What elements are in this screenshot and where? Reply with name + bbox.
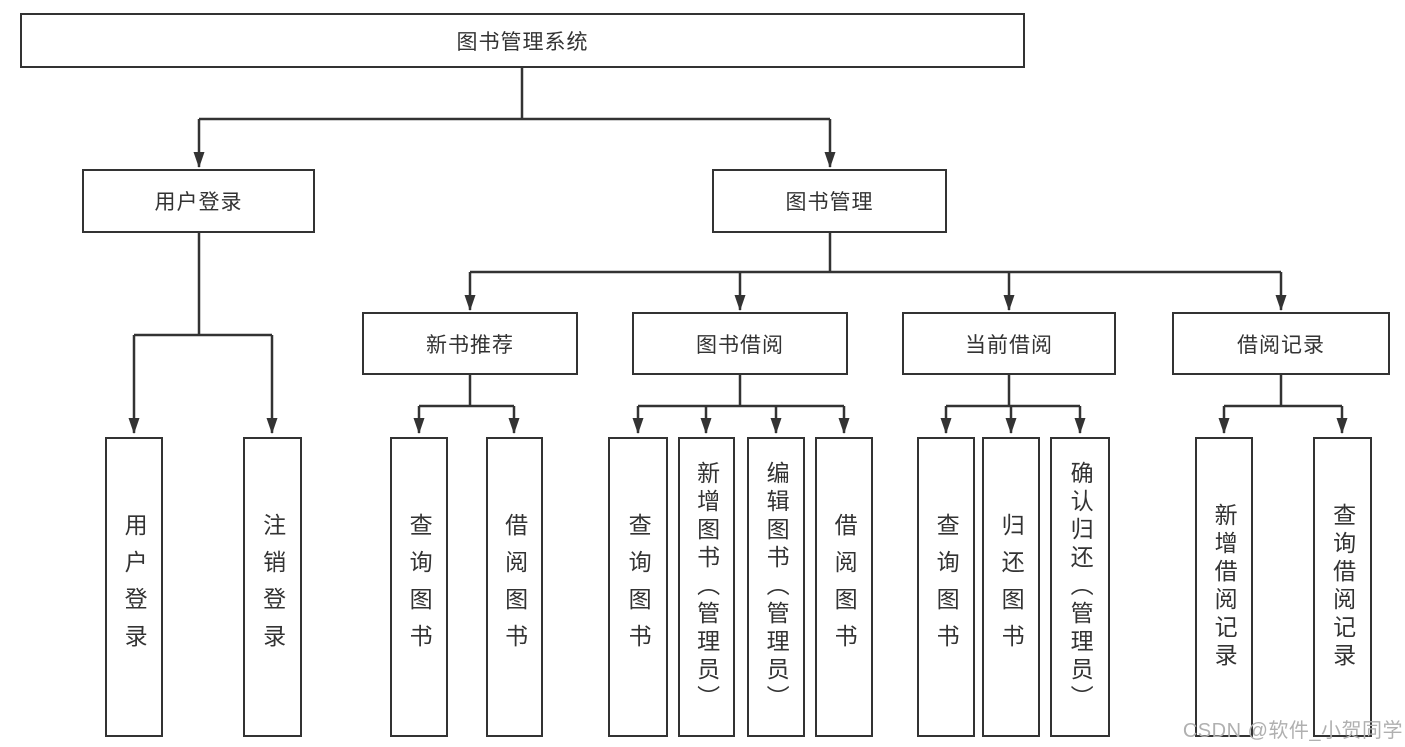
node-new-book: 新书推荐 xyxy=(362,312,578,375)
connector-borrow-record xyxy=(1224,375,1342,408)
leaf-borrow-add: 新增图书（管理员） xyxy=(678,437,735,737)
node-root: 图书管理系统 xyxy=(20,13,1025,68)
node-current-borrow-label: 当前借阅 xyxy=(965,333,1053,357)
leaf-current-confirm-label: 确认归还（管理员） xyxy=(1067,461,1094,713)
leaf-current-return: 归还图书 xyxy=(982,437,1040,737)
node-book-mgmt: 图书管理 xyxy=(712,169,947,233)
connector-current-borrow xyxy=(946,375,1080,408)
leaf-borrow-edit-label: 编辑图书（管理员） xyxy=(763,461,790,713)
node-borrow-record: 借阅记录 xyxy=(1172,312,1390,375)
node-user-login: 用户登录 xyxy=(82,169,315,233)
connector-book-mgmt xyxy=(470,233,1281,274)
leaf-newbook-query: 查询图书 xyxy=(390,437,448,737)
leaf-current-return-label: 归还图书 xyxy=(998,513,1025,661)
watermark: CSDN @软件_小贺同学 xyxy=(1182,720,1403,742)
leaf-logout: 注销登录 xyxy=(243,437,302,737)
node-book-borrow-label: 图书借阅 xyxy=(696,333,784,357)
node-book-borrow: 图书借阅 xyxy=(632,312,848,375)
leaf-newbook-borrow: 借阅图书 xyxy=(486,437,543,737)
node-borrow-record-label: 借阅记录 xyxy=(1237,333,1325,357)
leaf-record-query-label: 查询借阅记录 xyxy=(1329,503,1356,671)
node-new-book-label: 新书推荐 xyxy=(426,333,514,357)
leaf-record-add-label: 新增借阅记录 xyxy=(1211,503,1238,671)
node-root-label: 图书管理系统 xyxy=(456,30,589,54)
leaf-newbook-borrow-label: 借阅图书 xyxy=(501,513,528,661)
leaf-record-query: 查询借阅记录 xyxy=(1313,437,1372,737)
leaf-borrow-query-label: 查询图书 xyxy=(625,513,652,661)
leaf-current-confirm: 确认归还（管理员） xyxy=(1050,437,1110,737)
leaf-borrow-book: 借阅图书 xyxy=(815,437,873,737)
leaf-current-query-label: 查询图书 xyxy=(933,513,960,661)
connector-root xyxy=(199,68,830,121)
leaf-user-login-label: 用户登录 xyxy=(121,513,148,661)
node-current-borrow: 当前借阅 xyxy=(902,312,1116,375)
leaf-user-login: 用户登录 xyxy=(105,437,163,737)
connector-new-book xyxy=(419,375,514,408)
leaf-borrow-query: 查询图书 xyxy=(608,437,668,737)
node-user-login-label: 用户登录 xyxy=(154,191,243,214)
node-book-mgmt-label: 图书管理 xyxy=(785,191,874,214)
leaf-newbook-query-label: 查询图书 xyxy=(406,513,433,661)
leaf-borrow-add-label: 新增图书（管理员） xyxy=(693,461,720,713)
leaf-logout-label: 注销登录 xyxy=(259,513,286,661)
leaf-borrow-book-label: 借阅图书 xyxy=(831,513,858,661)
leaf-borrow-edit: 编辑图书（管理员） xyxy=(747,437,805,737)
connector-book-borrow xyxy=(638,375,844,408)
connector-user-login xyxy=(134,233,272,337)
leaf-record-add: 新增借阅记录 xyxy=(1195,437,1253,737)
leaf-current-query: 查询图书 xyxy=(917,437,975,737)
